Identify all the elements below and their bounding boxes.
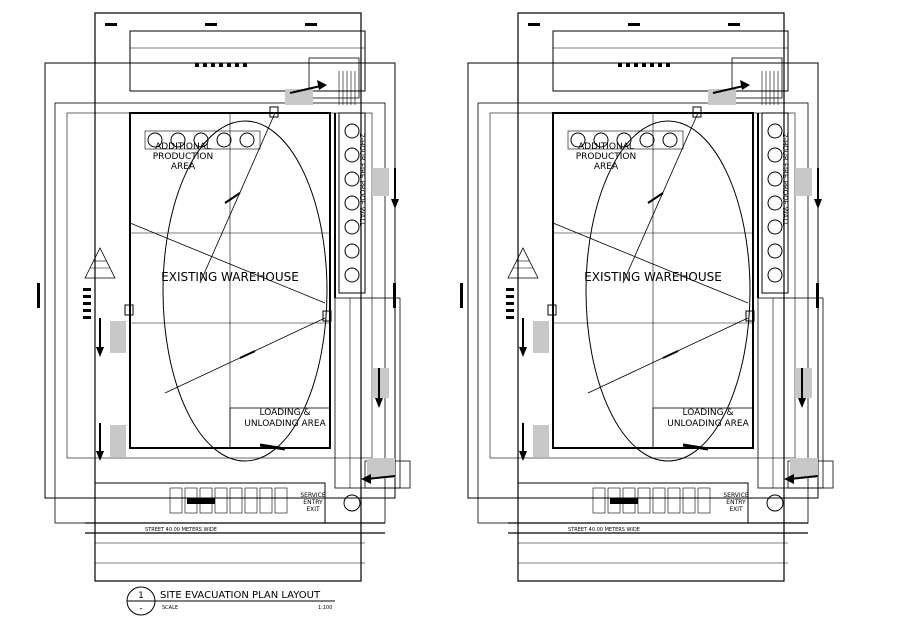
service-label-line1: SERVICE — [723, 492, 749, 499]
loading-label-line2: UNLOADING AREA — [244, 419, 326, 429]
service-label-line2: ENTRY — [726, 499, 746, 506]
service-label-line1: SERVICE — [300, 492, 326, 499]
street-label: STREET 40.00 METERS WIDE — [568, 527, 640, 533]
production-label-line3: AREA — [594, 162, 619, 172]
title-dash: - — [139, 604, 142, 614]
production-label-line2: PRODUCTION — [576, 152, 637, 162]
plan-left-labels: ADDITIONAL PRODUCTION AREA EXISTING WARE… — [145, 133, 366, 533]
plan-title: SITE EVACUATION PLAN LAYOUT — [160, 590, 321, 601]
warehouse-label: EXISTING WAREHOUSE — [161, 270, 299, 284]
title-number: 1 — [138, 591, 144, 601]
scale-label: SCALE — [162, 605, 178, 611]
street-label: STREET 40.00 METERS WIDE — [145, 527, 217, 533]
production-label-line1: ADDITIONAL — [155, 142, 211, 152]
title-block: 1 - SITE EVACUATION PLAN LAYOUT SCALE 1:… — [126, 586, 335, 616]
loading-label-line2: UNLOADING AREA — [667, 419, 749, 429]
service-label-line3: EXIT — [306, 506, 320, 513]
production-label-line1: ADDITIONAL — [578, 142, 634, 152]
service-label-line2: ENTRY — [303, 499, 323, 506]
warehouse-label: EXISTING WAREHOUSE — [584, 270, 722, 284]
production-label-line3: AREA — [171, 162, 196, 172]
site-plan-right — [458, 11, 835, 583]
loading-label-line1: LOADING & — [683, 408, 734, 418]
site-plan-left — [35, 11, 412, 583]
plan-right-labels: ADDITIONAL PRODUCTION AREA EXISTING WARE… — [568, 133, 789, 533]
production-label-line2: PRODUCTION — [153, 152, 214, 162]
loading-label-line1: LOADING & — [260, 408, 311, 418]
service-label-line3: EXIT — [729, 506, 743, 513]
fire-wall-label: 2-HOUR FIRE PROOF WALL — [358, 133, 366, 226]
fire-wall-label: 2-HOUR FIRE PROOF WALL — [781, 133, 789, 226]
scale-value: 1:100 — [318, 605, 332, 611]
